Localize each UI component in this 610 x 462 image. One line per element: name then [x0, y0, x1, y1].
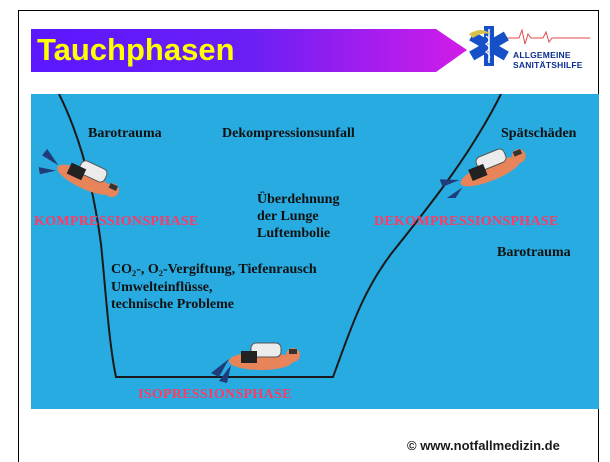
phase-dekompression: DEKOMPRESSIONSPHASE [374, 214, 559, 229]
label-technische-probleme: technische Probleme [111, 297, 234, 312]
title-banner: Tauchphasen [31, 29, 467, 72]
label-gas-intoxication: CO₂-, O₂-Vergiftung, Tiefenrausch [111, 262, 317, 277]
label-spaetschaeden: Spätschäden [501, 126, 577, 141]
label-dekompressionsunfall: Dekompressionsunfall [222, 126, 355, 141]
diving-phases-illustration: Barotrauma Dekompressionsunfall Spätschä… [31, 94, 599, 409]
page-title: Tauchphasen [37, 32, 235, 67]
copyright: © www.notfallmedizin.de [407, 438, 560, 453]
logo: ALLGEMEINE SANITÄTSHILFE [467, 20, 592, 70]
logo-line-1: ALLGEMEINE [513, 50, 571, 60]
title-banner-shape [31, 29, 467, 72]
diver-bottom [211, 342, 300, 383]
logo-line-2: SANITÄTSHILFE [513, 60, 583, 70]
star-of-life-icon [469, 26, 590, 66]
label-der-lunge: der Lunge [257, 209, 319, 224]
diver-ascending [439, 148, 526, 198]
diver-descending [38, 148, 119, 198]
label-barotrauma-right: Barotrauma [497, 245, 571, 260]
label-luftembolie: Luftembolie [257, 226, 331, 241]
phase-isopression: ISOPRESSIONSPHASE [138, 387, 292, 402]
label-barotrauma-top: Barotrauma [88, 126, 162, 141]
phase-kompression: KOMPRESSIONSPHASE [34, 214, 199, 229]
label-umwelteinfluesse: Umwelteinflüsse, [111, 280, 213, 295]
label-ueberdehnung: Überdehnung [257, 192, 340, 207]
